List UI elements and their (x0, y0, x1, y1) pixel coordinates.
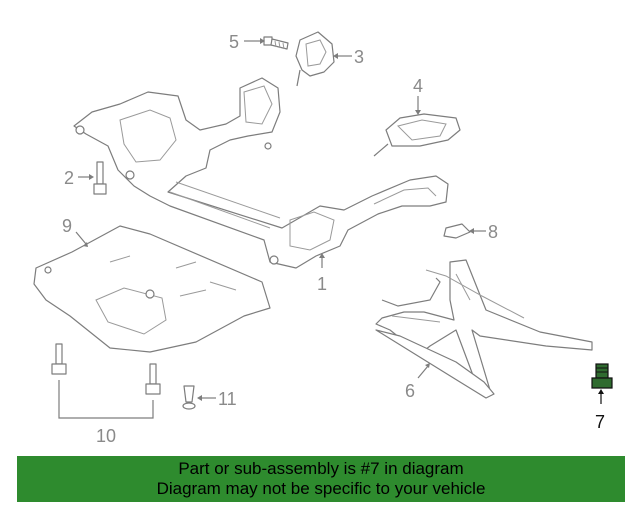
callout-6: 6 (405, 363, 430, 401)
info-banner: Part or sub-assembly is #7 in diagram Di… (17, 456, 625, 502)
bolt-part-5[interactable] (263, 36, 289, 50)
callout-3: 3 (333, 47, 364, 67)
callout-7-label: 7 (595, 412, 605, 432)
callout-5: 5 (229, 32, 265, 52)
callout-11: 11 (197, 389, 237, 409)
callout-10-label: 10 (96, 426, 116, 446)
callout-2: 2 (64, 168, 94, 188)
callout-1: 1 (317, 253, 327, 294)
parts-diagram: 5 3 4 1 (33, 31, 613, 446)
nut-part-8[interactable] (443, 223, 471, 239)
banner-line-1: Part or sub-assembly is #7 in diagram (178, 459, 464, 478)
callout-1-label: 1 (317, 274, 327, 294)
callout-7: 7 (595, 389, 605, 432)
callout-9-label: 9 (62, 216, 72, 236)
callout-10: 10 (58, 380, 154, 446)
callout-6-label: 6 (405, 381, 415, 401)
banner-line-2: Diagram may not be specific to your vehi… (156, 479, 486, 498)
brace-part-6[interactable] (375, 259, 593, 399)
bracket-part-4[interactable] (373, 113, 461, 157)
subframe-part-1[interactable] (73, 77, 449, 269)
callout-3-label: 3 (354, 47, 364, 67)
clip-part-11[interactable] (182, 385, 196, 410)
callout-4: 4 (413, 76, 423, 115)
shield-part-9[interactable] (33, 225, 271, 353)
callout-5-label: 5 (229, 32, 239, 52)
bracket-part-3[interactable] (295, 31, 335, 87)
callout-8: 8 (469, 222, 498, 242)
bolt-part-2[interactable] (93, 161, 107, 195)
bolt-part-10b[interactable] (145, 363, 161, 395)
callout-4-label: 4 (413, 76, 423, 96)
callout-11-label: 11 (218, 389, 237, 409)
bolt-part-10a[interactable] (51, 343, 67, 375)
callout-9: 9 (62, 216, 88, 247)
bolt-part-7[interactable] (591, 363, 613, 389)
callout-8-label: 8 (488, 222, 498, 242)
callout-2-label: 2 (64, 168, 74, 188)
